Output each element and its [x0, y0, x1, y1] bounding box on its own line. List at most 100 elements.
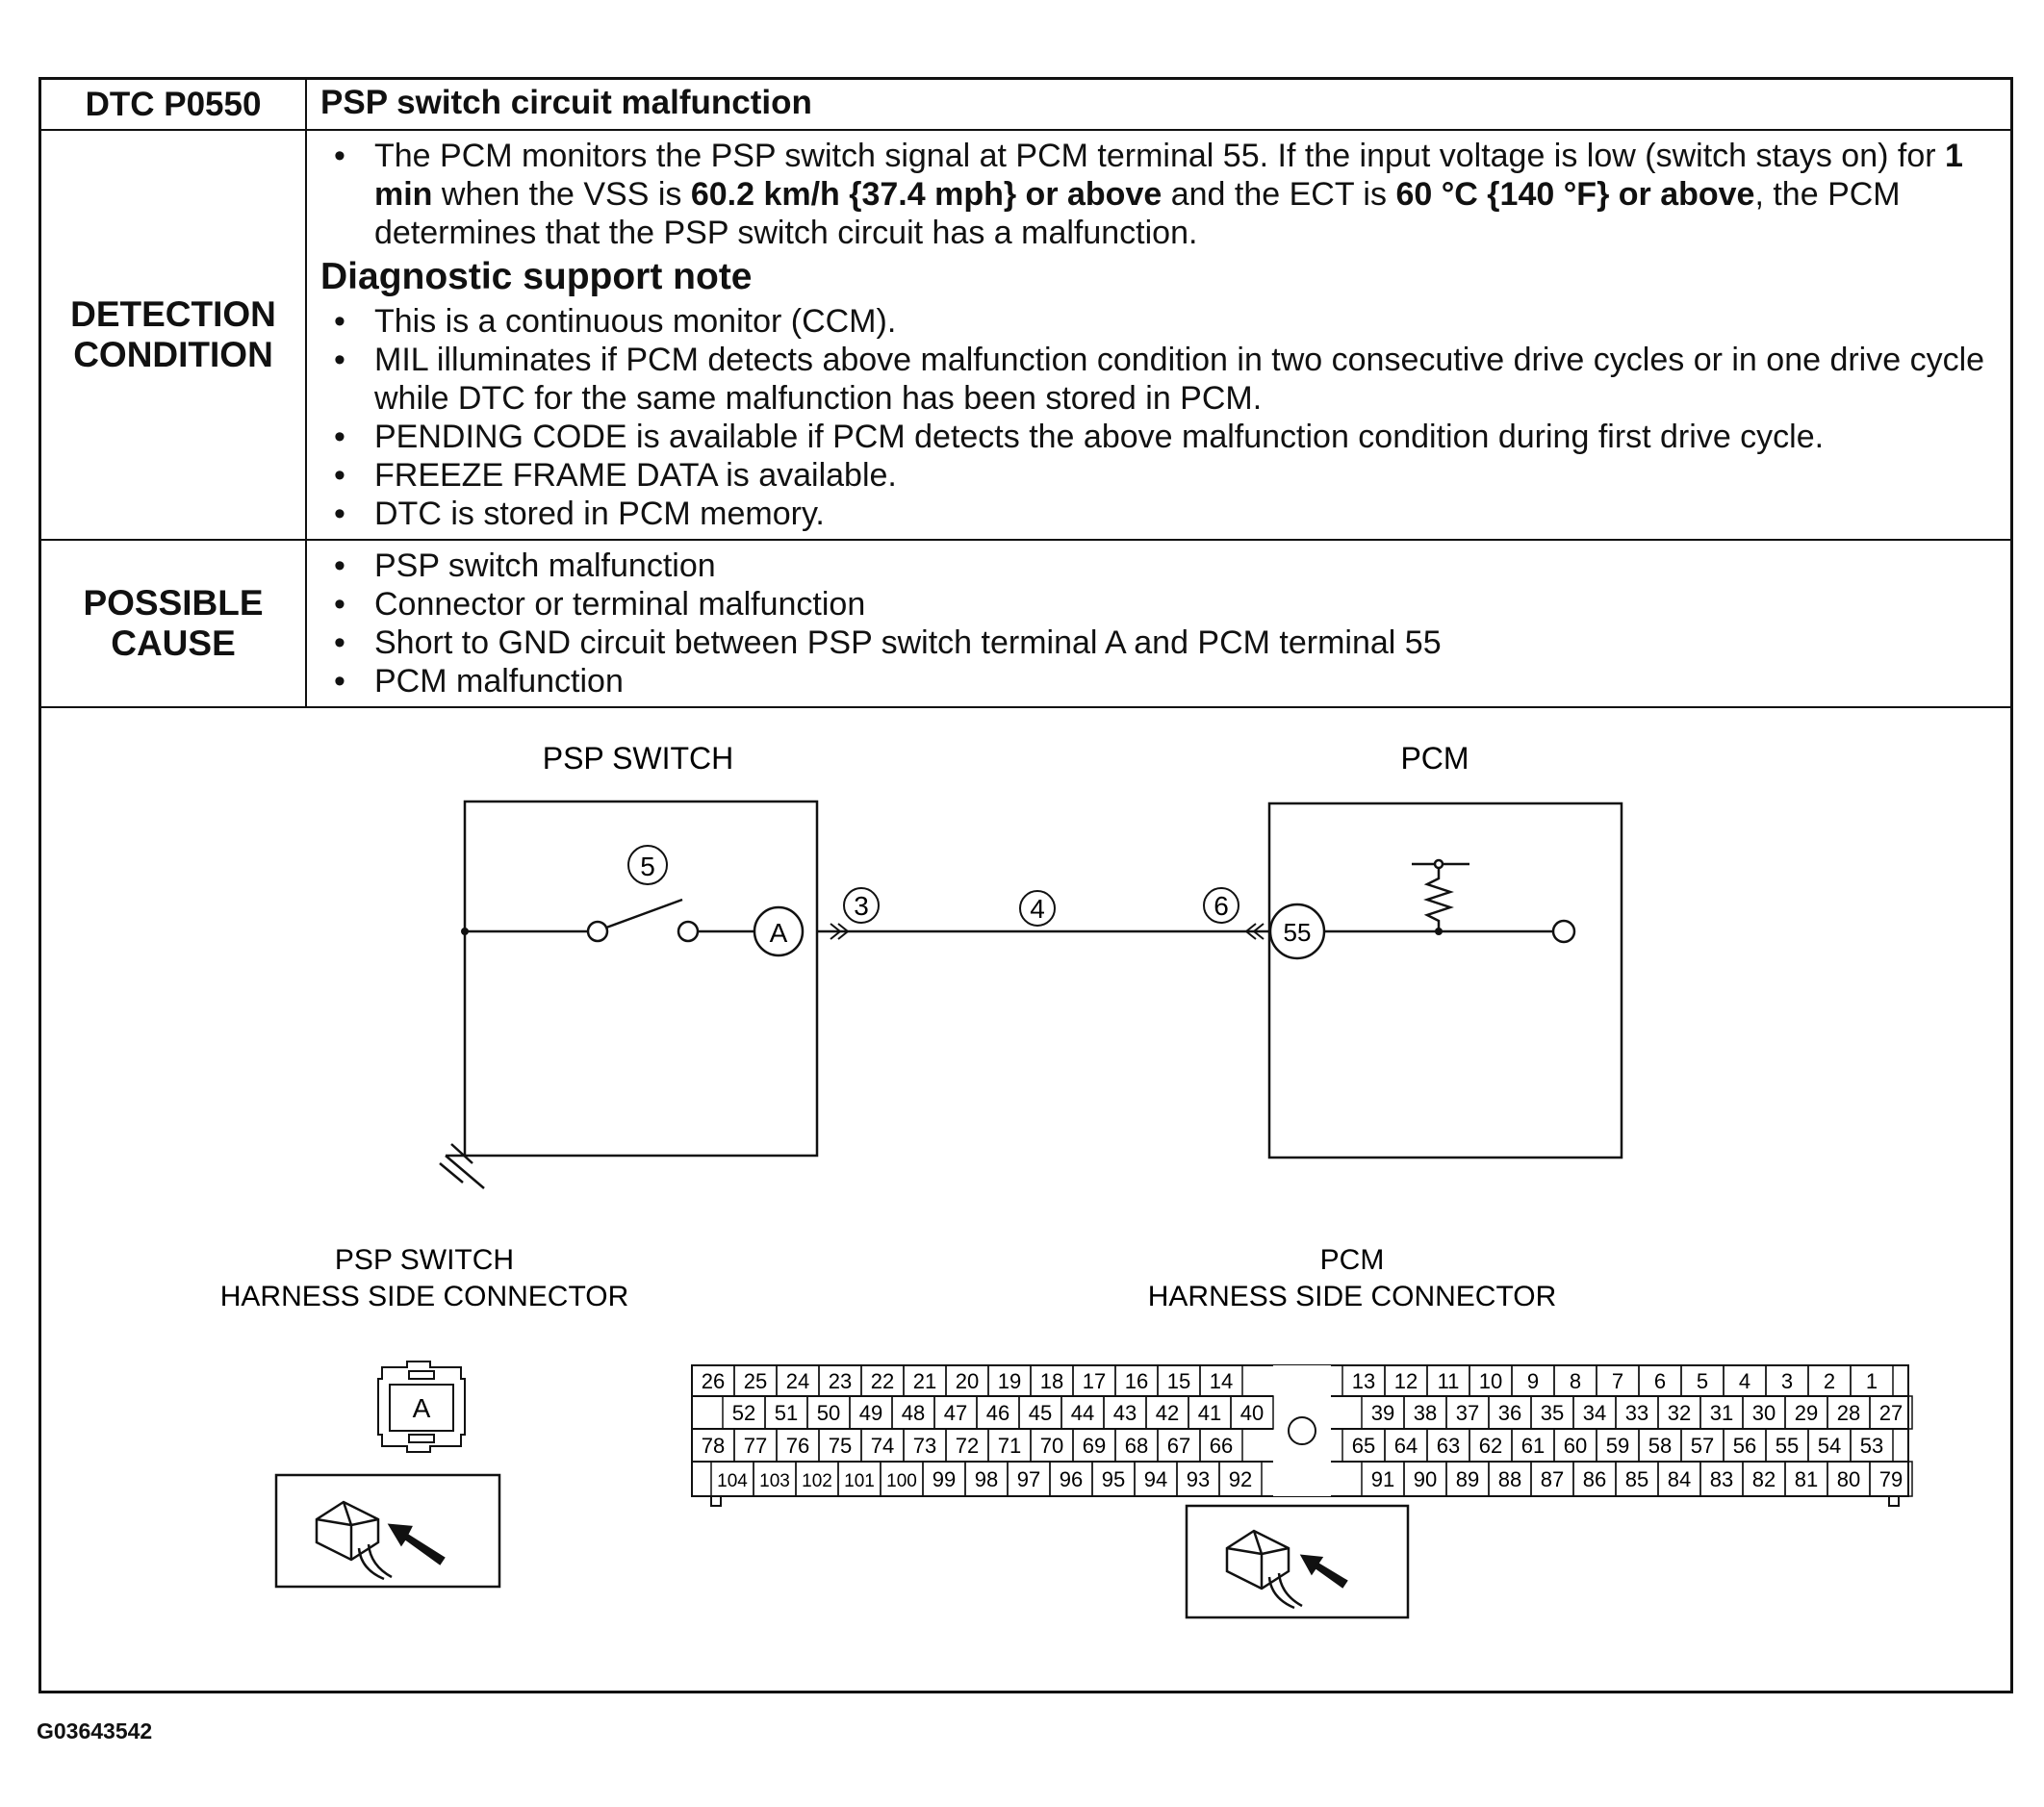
- pcm-connector-title-2: HARNESS SIDE CONNECTOR: [1148, 1281, 1557, 1312]
- pcm-pin-label: 101: [844, 1471, 875, 1491]
- callout-5: 5: [640, 852, 655, 881]
- pcm-pin-label: 43: [1113, 1401, 1137, 1425]
- pcm-pin-label: 62: [1479, 1434, 1502, 1458]
- pcm-pin-label: 1: [1866, 1369, 1878, 1393]
- pcm-pin-label: 40: [1240, 1401, 1264, 1425]
- pcm-pin-label: 49: [859, 1401, 882, 1425]
- desc-text: when the VSS is: [432, 176, 691, 213]
- pcm-pin-label: 18: [1040, 1369, 1063, 1393]
- pcm-pin-label: 35: [1541, 1401, 1564, 1425]
- psp-connector-terminal: A: [413, 1393, 431, 1423]
- pcm-pin-label: 100: [886, 1471, 917, 1491]
- pcm-pin-label: 17: [1083, 1369, 1106, 1393]
- pcm-pin-label: 69: [1083, 1434, 1106, 1458]
- pcm-pin-label: 86: [1583, 1467, 1606, 1491]
- pcm-pin-label: 16: [1125, 1369, 1148, 1393]
- pcm-pin-label: 2: [1824, 1369, 1835, 1393]
- pcm-pin-label: 90: [1414, 1467, 1437, 1491]
- pcm-pin-label: 104: [717, 1471, 748, 1491]
- pcm-pin-label: 47: [944, 1401, 967, 1425]
- pcm-pin-label: 77: [744, 1434, 767, 1458]
- callout-5-circle: [627, 845, 668, 885]
- pcm-pin-label: 72: [956, 1434, 979, 1458]
- callout-3: 3: [854, 891, 869, 921]
- pcm-pin-label: 71: [998, 1434, 1021, 1458]
- pcm-pin-label: 93: [1187, 1467, 1210, 1491]
- detection-row: DETECTION CONDITION The PCM monitors the…: [41, 129, 2010, 541]
- figure-id: G03643542: [37, 1718, 153, 1743]
- desc-bold: 60 °C {140 °F} or above: [1395, 176, 1755, 213]
- wiring-diagram-svg: PSP SWITCH PCM A 5: [220, 741, 1913, 1619]
- pcm-pin-label: 75: [829, 1434, 852, 1458]
- pcm-pin-label: 52: [732, 1401, 755, 1425]
- pcm-pin-label: 102: [802, 1471, 832, 1491]
- psp-harness-connector: [377, 1361, 466, 1453]
- pcm-pin-label: 67: [1167, 1434, 1190, 1458]
- pcm-pin-label: 78: [702, 1434, 725, 1458]
- connector-view-icon: [315, 1500, 446, 1581]
- switch-contact: [586, 920, 609, 943]
- support-note: DTC is stored in PCM memory.: [320, 495, 1997, 533]
- pcm-pin-label: 32: [1668, 1401, 1691, 1425]
- pcm-box: [1267, 802, 1623, 1159]
- support-heading: Diagnostic support note: [320, 256, 753, 297]
- pcm-pin-label: 36: [1498, 1401, 1521, 1425]
- pcm-pin-label: 9: [1527, 1369, 1539, 1393]
- pcm-pin-label: 24: [786, 1369, 809, 1393]
- psp-switch-box: [463, 800, 819, 1158]
- pcm-pin-label: 95: [1102, 1467, 1125, 1491]
- connector-mark-icon: [830, 923, 1265, 940]
- pcm-pin-label: 98: [975, 1467, 998, 1491]
- pcm-pin-label: 63: [1437, 1434, 1460, 1458]
- pcm-pin-cell: [1218, 1461, 1263, 1497]
- pcm-pin-label: 11: [1438, 1369, 1460, 1393]
- cause-row: POSSIBLE CAUSE PSP switch malfunction Co…: [41, 539, 2010, 708]
- pcm-pin-label: 81: [1795, 1467, 1818, 1491]
- pcm-pin-label: 99: [933, 1467, 956, 1491]
- pcm-pin-label: 83: [1710, 1467, 1733, 1491]
- detection-content: The PCM monitors the PSP switch signal a…: [305, 129, 2010, 541]
- pcm-pin-label: 53: [1860, 1434, 1883, 1458]
- cause-item: Short to GND circuit between PSP switch …: [320, 624, 1997, 662]
- pcm-pin-label: 13: [1352, 1369, 1375, 1393]
- pcm-pin-label: 12: [1394, 1369, 1418, 1393]
- pcm-pin-label: 66: [1210, 1434, 1233, 1458]
- pcm-pin-label: 61: [1521, 1434, 1545, 1458]
- desc-bold: 1 min: [374, 138, 1963, 213]
- pcm-pin-label: 84: [1668, 1467, 1691, 1491]
- pcm-pin-label: 34: [1583, 1401, 1606, 1425]
- cause-item: PCM malfunction: [320, 662, 1997, 700]
- callout-4: 4: [1030, 894, 1045, 924]
- pcm-pin-label: 91: [1371, 1467, 1394, 1491]
- dtc-title: PSP switch circuit malfunction: [305, 80, 2010, 131]
- psp-switch-title: PSP SWITCH: [543, 741, 734, 776]
- pcm-pin-label: 76: [786, 1434, 809, 1458]
- pcm-pin-label: 50: [817, 1401, 840, 1425]
- pcm-pin-label: 79: [1879, 1467, 1903, 1491]
- cause-item: Connector or terminal malfunction: [320, 585, 1997, 624]
- pcm-pin-label: 46: [986, 1401, 1009, 1425]
- pcm-pin-label: 58: [1648, 1434, 1672, 1458]
- cause-content: PSP switch malfunction Connector or term…: [305, 539, 2010, 708]
- pcm-pin-label: 21: [913, 1369, 936, 1393]
- pcm-pin-label: 37: [1456, 1401, 1479, 1425]
- pcm-pin-label: 26: [702, 1369, 725, 1393]
- pcm-pin-label: 82: [1752, 1467, 1776, 1491]
- detection-label-line2: CONDITION: [73, 335, 273, 374]
- pcm-pin-label: 25: [744, 1369, 767, 1393]
- pcm-pin-label: 51: [775, 1401, 798, 1425]
- callout-4-circle: [1019, 890, 1056, 927]
- pcm-pin-label: 88: [1498, 1467, 1521, 1491]
- pcm-pin-label: 85: [1625, 1467, 1648, 1491]
- pcm-pin-label: 45: [1029, 1401, 1052, 1425]
- support-note: FREEZE FRAME DATA is available.: [320, 456, 1997, 495]
- pcm-pin-label: 28: [1837, 1401, 1860, 1425]
- resistor-icon: [1412, 858, 1469, 931]
- pcm-pin-cell: [1869, 1461, 1913, 1497]
- cause-list: PSP switch malfunction Connector or term…: [320, 547, 1997, 700]
- switch-contact: [677, 920, 700, 943]
- pcm-pin-label: 7: [1612, 1369, 1623, 1393]
- pcm-view-frame: [1185, 1504, 1410, 1619]
- pcm-pin-label: 65: [1352, 1434, 1375, 1458]
- pcm-pin-label: 70: [1040, 1434, 1063, 1458]
